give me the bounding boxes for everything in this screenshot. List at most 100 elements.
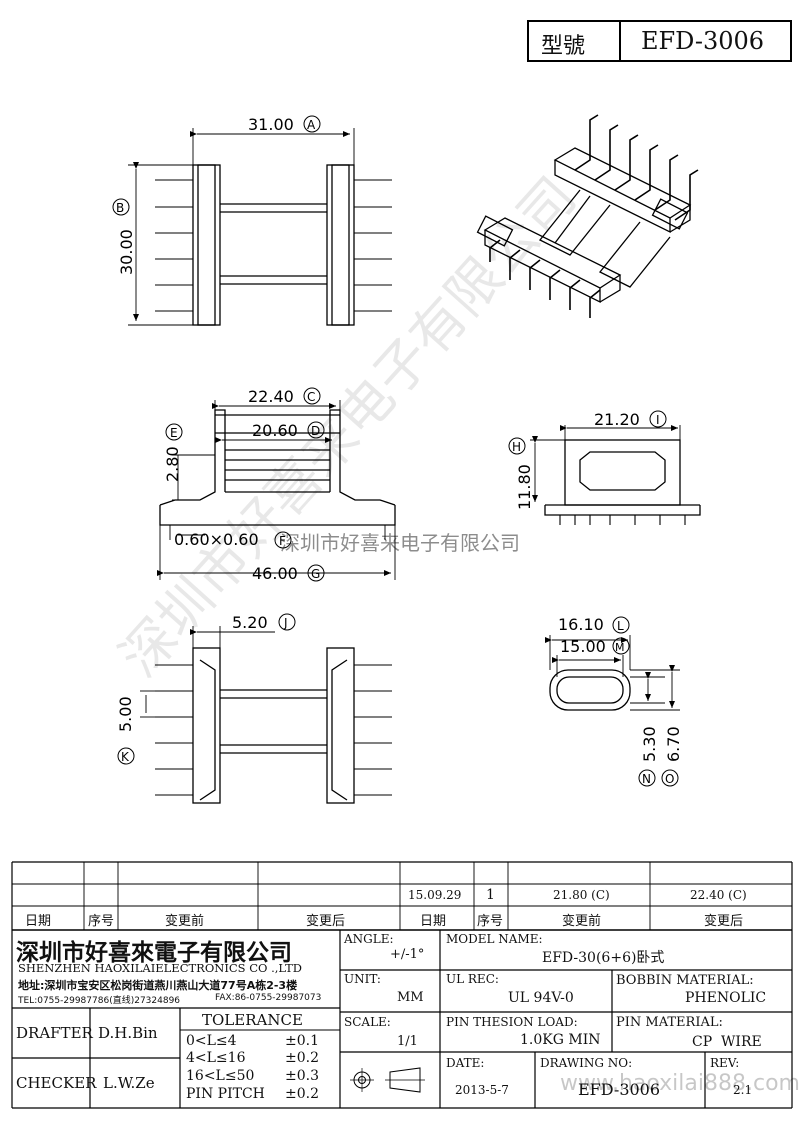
dim-o-badge: [661, 769, 679, 787]
dim-b-letter: B: [116, 201, 124, 215]
top-view: [128, 128, 392, 326]
hdr-after-1: 变更后: [306, 914, 346, 929]
tol-range-2: 16<L≤50: [186, 1068, 255, 1084]
ulrec-label: UL REC:: [446, 972, 499, 986]
dim-j-value: 5.20: [232, 613, 268, 632]
dim-a-letter: A: [307, 118, 316, 132]
company-name-cn: 深圳市好喜來電子有限公司: [16, 939, 292, 966]
drawing-value: EFD-3006: [578, 1080, 661, 1099]
angle-label: ANGLE:: [344, 932, 394, 946]
pinmat-value: CP WIRE: [692, 1034, 762, 1050]
date-value: 2013-5-7: [455, 1083, 509, 1097]
dim-k-value: 5.00: [116, 696, 135, 732]
tol-range-3: PIN PITCH: [186, 1086, 265, 1102]
side-view: [530, 425, 701, 525]
dim-e-value: 2.80: [163, 446, 182, 482]
dim-l-badge: [612, 616, 630, 634]
dim-m-badge: [612, 637, 630, 655]
dim-f-value: 0.60×0.60: [174, 530, 259, 549]
dim-f-letter: F: [279, 534, 286, 548]
dim-c-value: 22.40: [248, 387, 294, 406]
dim-d-badge: [307, 421, 325, 439]
angle-value: +/-1°: [390, 947, 425, 962]
rev-date: 15.09.29: [408, 888, 462, 902]
drafter-label: DRAFTER: [16, 1024, 93, 1042]
dim-a-value: 31.00: [248, 115, 294, 134]
hdr-no-1: 序号: [88, 914, 115, 929]
watermark-horizontal: 深圳市好喜来电子有限公司: [280, 531, 520, 555]
dim-n-value: 5.30: [640, 726, 659, 762]
dim-g-badge: [307, 564, 325, 582]
scale-value: 1/1: [397, 1034, 418, 1049]
model-label: MODEL NAME:: [446, 932, 543, 946]
hdr-before-1: 变更前: [165, 914, 205, 929]
drafter-value: D.H.Bin: [98, 1024, 158, 1042]
date-label: DATE:: [446, 1056, 485, 1070]
dim-c-badge: [303, 387, 321, 405]
dim-b-value: 30.00: [117, 229, 136, 275]
tolerance-label: TOLERANCE: [202, 1011, 303, 1029]
pinmat-label: PIN MATERIAL:: [616, 1015, 723, 1030]
ulrec-value: UL 94V-0: [508, 990, 574, 1006]
dim-n-badge: [638, 769, 656, 787]
tol-value-3: ±0.2: [285, 1086, 319, 1102]
dim-i-value: 21.20: [594, 410, 640, 429]
type-label: 型號: [541, 34, 586, 59]
dim-h-value: 11.80: [515, 464, 534, 510]
tol-value-1: ±0.2: [285, 1050, 319, 1066]
unit-value: MM: [397, 990, 424, 1005]
dim-o-letter: O: [665, 772, 674, 786]
dim-i-letter: I: [656, 413, 660, 427]
model-value: EFD-30(6+6)卧式: [542, 950, 665, 966]
rev-label: REV:: [710, 1056, 740, 1070]
dim-c-letter: C: [307, 390, 315, 404]
technical-drawing: 31.00 A B 30.00 22.40 C 20.60 D E 2.80 0…: [108, 114, 701, 804]
hdr-date-2: 日期: [420, 914, 447, 929]
dim-g-value: 46.00: [252, 564, 298, 583]
tol-value-0: ±0.1: [285, 1033, 319, 1049]
dim-a-badge: [303, 115, 321, 133]
scale-label: SCALE:: [344, 1015, 391, 1029]
dim-h-badge: [508, 437, 526, 455]
rev-after: 22.40 (C): [690, 888, 747, 902]
bottom-view: [140, 626, 392, 804]
pinload-value: 1.0KG MIN: [520, 1032, 601, 1048]
dim-l-value: 16.10: [558, 615, 604, 634]
tol-range-0: 0<L≤4: [186, 1033, 237, 1049]
unit-label: UNIT:: [344, 972, 381, 986]
dim-d-value: 20.60: [252, 421, 298, 440]
dim-b-badge: [112, 198, 130, 216]
dim-m-value: 15.00: [560, 637, 606, 656]
dim-e-badge: [165, 423, 183, 441]
bobbin-value: PHENOLIC: [685, 990, 767, 1006]
dim-d-letter: D: [311, 424, 320, 438]
company-name-en: SHENZHEN HAOXILAIELECTRONICS CO .,LTD: [18, 961, 302, 975]
rev-value: 2.1: [733, 1083, 753, 1097]
dim-k-badge: [117, 747, 135, 765]
dim-n-letter: N: [642, 772, 651, 786]
hdr-no-2: 序号: [477, 914, 504, 929]
dim-i-badge: [649, 410, 667, 428]
hdr-before-2: 变更前: [562, 914, 602, 929]
hdr-date-1: 日期: [25, 914, 52, 929]
tol-value-2: ±0.3: [285, 1068, 319, 1084]
site-watermark: www.haoxilai888.com: [560, 1071, 800, 1096]
type-value: EFD-3006: [641, 27, 765, 55]
dim-h-letter: H: [512, 440, 521, 454]
dim-g-letter: G: [311, 567, 320, 581]
rev-before: 21.80 (C): [553, 888, 610, 902]
company-address: 地址:深圳市宝安区松岗街道燕川燕山大道77号A栋2-3楼: [18, 979, 298, 992]
rev-no: 1: [486, 887, 495, 903]
dim-j-badge: [278, 613, 296, 631]
dim-f-badge: [274, 531, 292, 549]
checker-label: CHECKER: [16, 1074, 97, 1092]
dim-e-letter: E: [170, 426, 178, 440]
front-view: [157, 400, 396, 580]
type-box: 型號 EFD-3006: [527, 20, 792, 62]
bobbin-label: BOBBIN MATERIAL:: [616, 973, 754, 988]
drawing-label: DRAWING NO:: [540, 1056, 633, 1070]
isometric-view: [476, 114, 699, 318]
dim-m-letter: M: [615, 641, 625, 654]
dim-l-letter: L: [617, 619, 624, 633]
hdr-after-2: 变更后: [704, 914, 744, 929]
